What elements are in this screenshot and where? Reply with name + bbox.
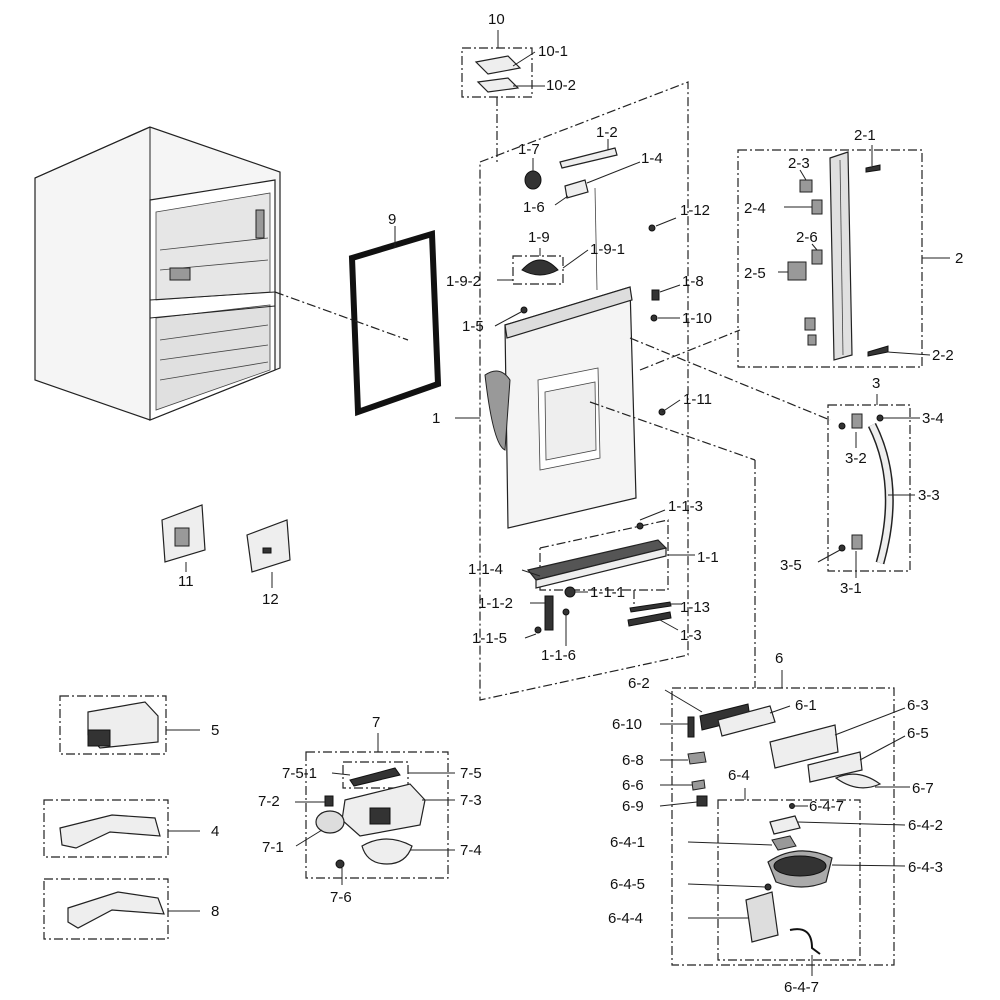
label-4: 4: [211, 823, 219, 840]
label-2: 2: [955, 250, 963, 267]
label-7-2: 7-2: [258, 793, 280, 810]
label-6-4-4: 6-4-4: [608, 910, 643, 927]
label-9: 9: [388, 211, 396, 228]
label-2-2: 2-2: [932, 347, 954, 364]
label-1: 1: [432, 410, 440, 427]
label-7-1: 7-1: [262, 839, 284, 856]
label-2-4: 2-4: [744, 200, 766, 217]
label-6-4-7a: 6-4-7: [809, 798, 844, 815]
label-6-4-1: 6-4-1: [610, 834, 645, 851]
label-2-3: 2-3: [788, 155, 810, 172]
label-6-4-3: 6-4-3: [908, 859, 943, 876]
part-3-handle: 3 3-2 3-4 3-3 3-5 3-1: [780, 375, 944, 597]
label-7-4: 7-4: [460, 842, 482, 859]
label-10-1: 10-1: [538, 43, 568, 60]
label-2-5: 2-5: [744, 265, 766, 282]
label-1-1-1: 1-1-1: [590, 584, 625, 601]
label-1-1-2: 1-1-2: [478, 595, 513, 612]
label-6-4-2: 6-4-2: [908, 817, 943, 834]
label-1-13: 1-13: [680, 599, 710, 616]
label-7-6: 7-6: [330, 889, 352, 906]
label-1-1: 1-1: [697, 549, 719, 566]
label-1-1-3: 1-1-3: [668, 498, 703, 515]
label-1-2: 1-2: [596, 124, 618, 141]
label-7-5: 7-5: [460, 765, 482, 782]
label-6-6: 6-6: [622, 777, 644, 794]
label-6-9: 6-9: [622, 798, 644, 815]
label-12: 12: [262, 591, 279, 608]
label-6-7: 6-7: [912, 780, 934, 797]
label-7-3: 7-3: [460, 792, 482, 809]
part-12: 12: [246, 519, 291, 608]
door-gasket: 9: [348, 211, 442, 417]
label-3-2: 3-2: [845, 450, 867, 467]
refrigerator-cabinet: [34, 126, 281, 421]
label-1-12: 1-12: [680, 202, 710, 219]
label-1-1-5: 1-1-5: [472, 630, 507, 647]
part-5-bin: 5: [59, 695, 219, 755]
label-6-3: 6-3: [907, 697, 929, 714]
label-1-8: 1-8: [682, 273, 704, 290]
label-3-1: 3-1: [840, 580, 862, 597]
label-6-4: 6-4: [728, 767, 750, 784]
part-8-bin: 8: [43, 878, 219, 940]
label-1-7: 1-7: [518, 141, 540, 158]
label-6-1: 6-1: [795, 697, 817, 714]
part-10-group: 10 10-1 10-2: [461, 11, 576, 98]
label-1-10: 1-10: [682, 310, 712, 327]
label-2-1: 2-1: [854, 127, 876, 144]
label-3-3: 3-3: [918, 487, 940, 504]
part-6-dispenser: 6 6-2 6-1 6-3 6-5 6-10 6-8 6-6 6-7 6-9 6…: [608, 650, 943, 996]
label-2-6: 2-6: [796, 229, 818, 246]
part-7-ice-maker: 7 7-5-1 7-5 7-2 7-3 7-1 7-4 7-6: [258, 714, 482, 906]
label-6: 6: [775, 650, 783, 667]
label-10-2: 10-2: [546, 77, 576, 94]
part-2-handle: 2 2-1 2-3 2-4 2-6 2-5 2-2: [737, 127, 963, 368]
label-7: 7: [372, 714, 380, 731]
label-1-6: 1-6: [523, 199, 545, 216]
label-11: 11: [178, 573, 194, 590]
part-11: 11: [161, 504, 206, 590]
label-8: 8: [211, 903, 219, 920]
label-1-9-1: 1-9-1: [590, 241, 625, 258]
label-1-1-6: 1-1-6: [541, 647, 576, 664]
label-3: 3: [872, 375, 880, 392]
label-1-4: 1-4: [641, 150, 663, 167]
label-1-1-4: 1-1-4: [468, 561, 503, 578]
label-1-5: 1-5: [462, 318, 484, 335]
label-1-3: 1-3: [680, 627, 702, 644]
label-6-8: 6-8: [622, 752, 644, 769]
label-1-9: 1-9: [528, 229, 550, 246]
door-assembly: 1 1-2 1-4 1-7 1-6 1-12 1-9 1-9-1 1-9-2: [432, 81, 719, 701]
label-6-4-7b: 6-4-7: [784, 979, 819, 996]
label-5: 5: [211, 722, 219, 739]
label-7-5-1: 7-5-1: [282, 765, 317, 782]
label-3-4: 3-4: [922, 410, 944, 427]
label-1-9-2: 1-9-2: [446, 273, 481, 290]
label-10: 10: [488, 11, 505, 28]
label-6-4-5: 6-4-5: [610, 876, 645, 893]
label-6-5: 6-5: [907, 725, 929, 742]
label-6-2: 6-2: [628, 675, 650, 692]
label-3-5: 3-5: [780, 557, 802, 574]
label-6-10: 6-10: [612, 716, 642, 733]
part-4-bin: 4: [43, 799, 219, 858]
label-1-11: 1-11: [683, 391, 712, 408]
